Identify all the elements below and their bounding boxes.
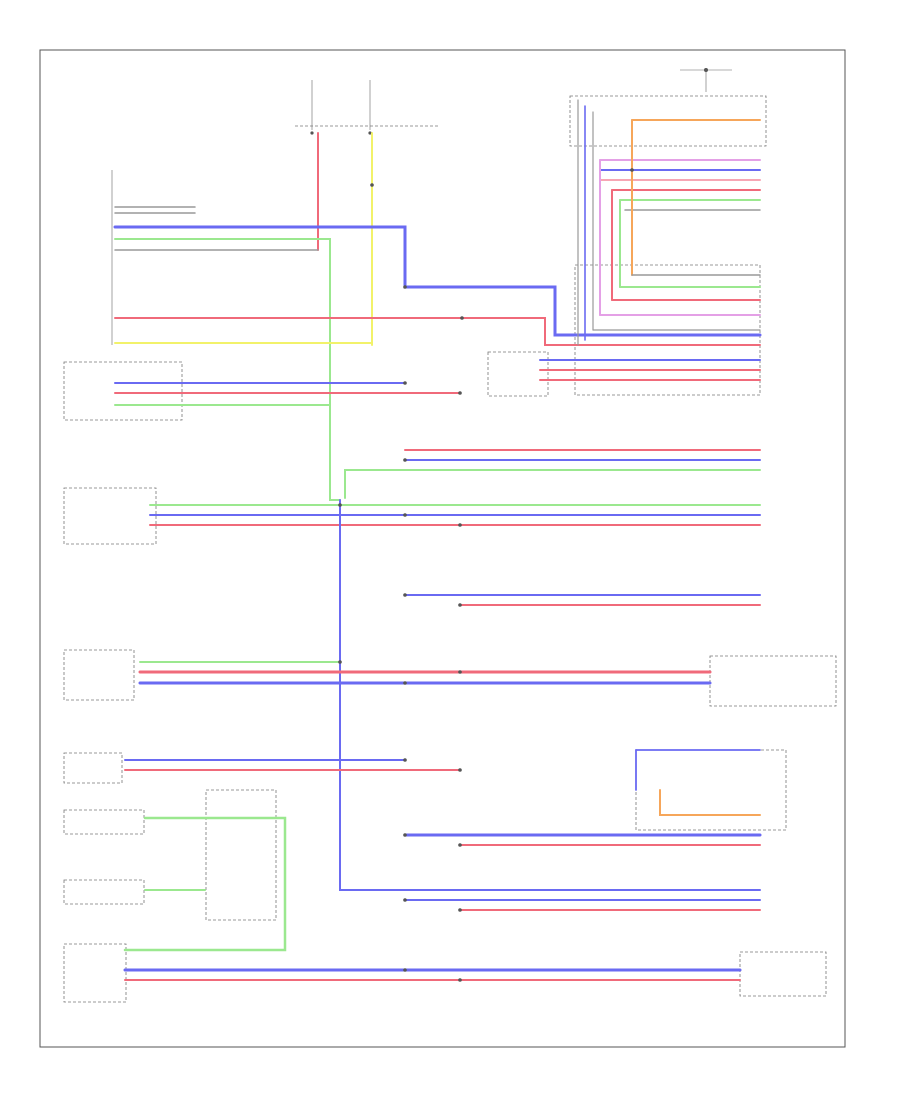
splice-points [338, 168, 634, 982]
center-connector-box [487, 351, 549, 397]
right-module-4-box [739, 951, 827, 997]
right-module-3-box [635, 749, 787, 831]
wire-green-main [114, 238, 341, 501]
left-module-3-box [63, 487, 157, 545]
relay-box [205, 789, 277, 921]
left-module-5-box [63, 752, 123, 784]
top-fuse-feeds [295, 80, 440, 135]
ground-top-symbol [680, 68, 732, 92]
left-module-4-box [63, 649, 135, 701]
wire-blue-bus [339, 499, 761, 891]
left-module-2-box [63, 361, 183, 421]
wire-red-main [114, 317, 761, 346]
wire-layer [113, 99, 762, 981]
left-module-6b-box [63, 879, 145, 905]
diagram-frame [39, 49, 846, 1048]
audio-unit-box [569, 95, 767, 147]
left-module-7-box [63, 943, 127, 1003]
left-module-6-box [63, 809, 145, 835]
wire-blue-main [113, 225, 762, 337]
right-module-2-box [709, 655, 837, 707]
